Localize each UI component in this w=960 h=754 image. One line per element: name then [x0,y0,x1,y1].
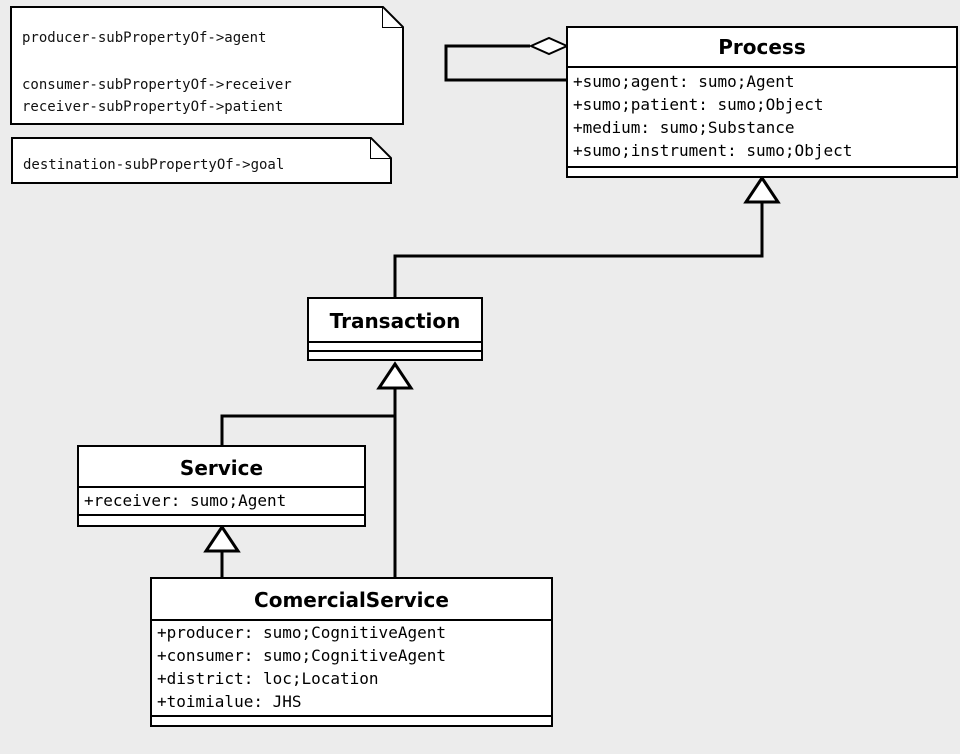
generalization-comercialservice-service[interactable] [203,524,241,578]
note-subproperty-mappings[interactable]: producer-subPropertyOf->agent consumer-s… [10,6,404,125]
class-divider [568,166,956,168]
class-divider [309,341,481,343]
note-line: producer-subPropertyOf->agent [22,30,267,46]
inheritance-arrowhead [203,524,241,553]
class-divider [79,514,364,516]
class-divider [152,619,551,621]
note-fold-corner [370,137,392,159]
class-attribute: +sumo;patient: sumo;Object [573,95,824,114]
inheritance-arrowhead [376,361,414,390]
class-process[interactable]: Process +sumo;agent: sumo;Agent +sumo;pa… [566,26,958,178]
class-attribute: +medium: sumo;Substance [573,118,795,137]
class-divider [79,486,364,488]
note-line: consumer-subPropertyOf->receiver [22,77,292,93]
class-comercialservice[interactable]: ComercialService +producer: sumo;Cogniti… [150,577,553,727]
generalization-service-transaction[interactable] [220,414,395,446]
class-divider [152,715,551,717]
class-attribute: +district: loc;Location [157,669,379,688]
note-line: destination-subPropertyOf->goal [23,157,285,173]
inheritance-arrowhead [743,175,781,204]
class-divider [309,350,481,352]
generalization-transaction-process[interactable] [393,175,781,298]
class-attribute: +receiver: sumo;Agent [84,491,287,510]
class-name: Process [718,35,806,59]
class-service[interactable]: Service +receiver: sumo;Agent [77,445,366,527]
class-attribute: +toimialue: JHS [157,692,302,711]
generalization-comercialservice-transaction[interactable] [376,361,414,578]
class-attribute: +consumer: sumo;CognitiveAgent [157,646,446,665]
class-attribute: +sumo;agent: sumo;Agent [573,72,795,91]
class-transaction[interactable]: Transaction [307,297,483,361]
note-destination-goal[interactable]: destination-subPropertyOf->goal [11,137,392,184]
class-attribute: +sumo;instrument: sumo;Object [573,141,853,160]
aggregation-self-relation[interactable] [444,36,570,82]
class-name: Transaction [329,309,461,333]
class-name: ComercialService [254,588,449,612]
class-divider [568,66,956,68]
class-name: Service [179,456,264,480]
note-line: receiver-subPropertyOf->patient [22,99,284,115]
class-attribute: +producer: sumo;CognitiveAgent [157,623,446,642]
note-fold-corner [382,6,404,28]
aggregation-diamond [528,36,570,56]
